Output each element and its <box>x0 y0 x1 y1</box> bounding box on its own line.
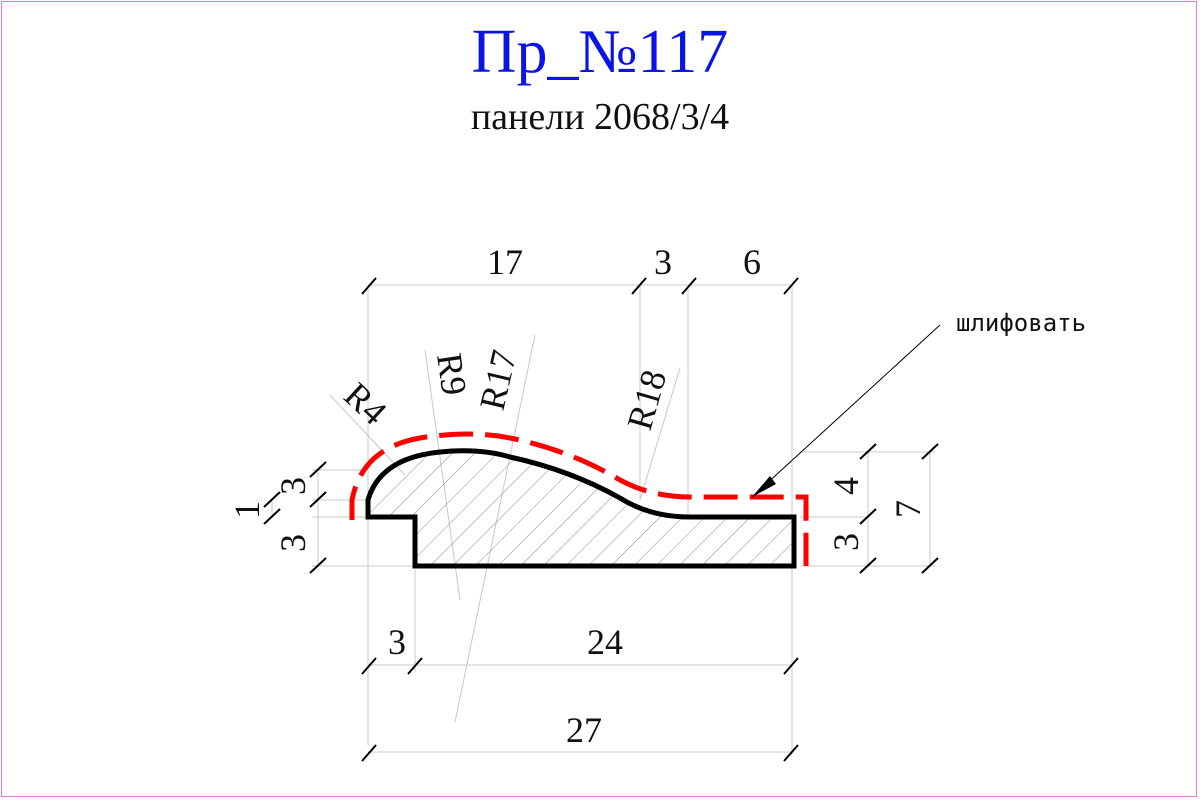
dim-top-17: 17 <box>487 242 523 282</box>
dim-left-1: 1 <box>227 501 267 519</box>
radius-r18-label: R18 <box>619 365 674 434</box>
sanding-outline <box>349 431 809 566</box>
note-leader <box>751 324 941 498</box>
dim-left-3b: 3 <box>273 534 313 552</box>
dim-left-3: 3 <box>273 477 313 495</box>
radius-r17-label: R17 <box>472 346 524 413</box>
drawing-subtitle: панели 2068/3/4 <box>470 96 730 138</box>
drawing-title: Пр_№117 <box>471 18 729 86</box>
profile-section <box>365 448 797 569</box>
radius-r9-label: R9 <box>429 351 474 398</box>
sanding-note: шлифовать <box>956 309 1086 337</box>
dim-bottom-24: 24 <box>587 622 623 662</box>
dimension-ticks <box>263 277 939 762</box>
dim-right-3: 3 <box>826 533 866 551</box>
dim-bottom-27: 27 <box>566 710 602 750</box>
dim-right-7: 7 <box>888 500 928 518</box>
dim-top-6: 6 <box>743 242 761 282</box>
dim-bottom-3: 3 <box>388 622 406 662</box>
dim-top-3: 3 <box>654 242 672 282</box>
dim-right-4: 4 <box>826 477 866 495</box>
note-leader-arrow <box>752 476 776 497</box>
radius-r4-label: R4 <box>337 375 395 433</box>
